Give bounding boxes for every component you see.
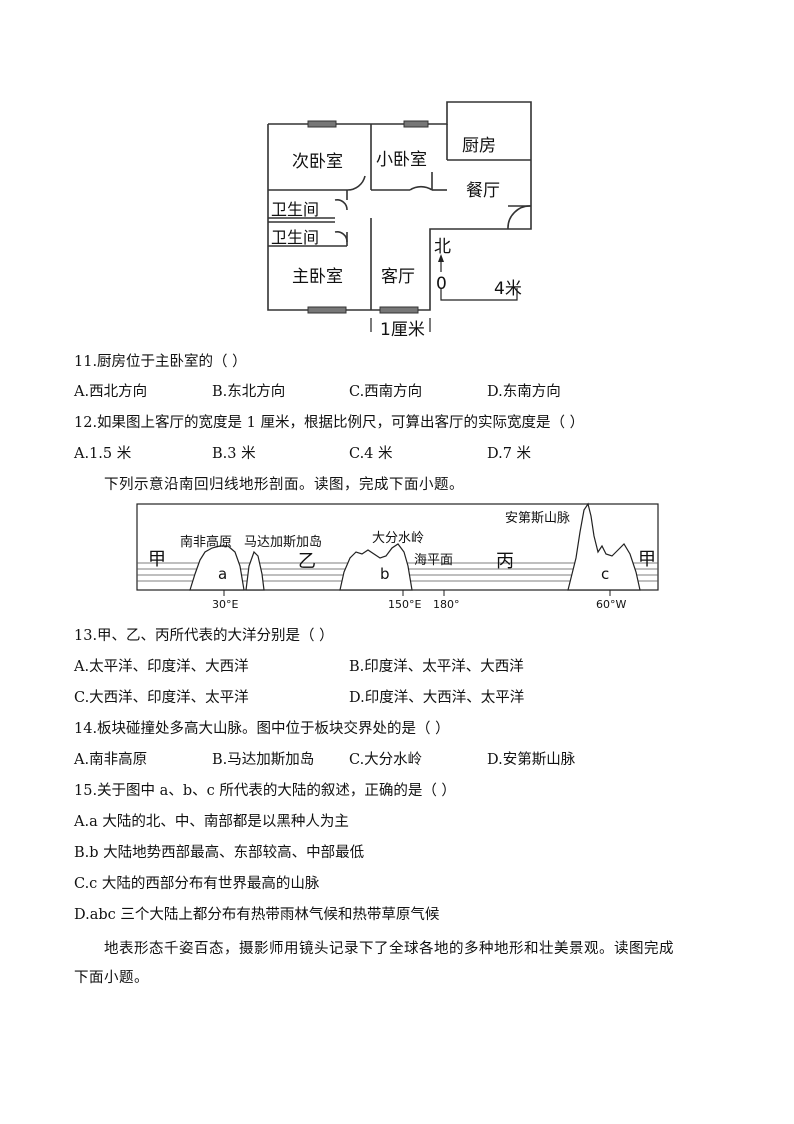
q15-option-a: A.a 大陆的北、中、南部都是以黑种人为主: [74, 814, 349, 830]
q13-option-b: B.印度洋、太平洋、大西洋: [349, 659, 524, 675]
q11-option-d: D.东南方向: [487, 384, 561, 400]
question-11: 11.厨房位于主卧室的（ ）: [74, 354, 247, 370]
room-living-room: 客厅: [381, 267, 415, 287]
label-great-dividing-range: 大分水岭: [372, 531, 425, 546]
q13-option-a: A.太平洋、印度洋、大西洋: [74, 659, 249, 675]
room-kitchen: 厨房: [462, 136, 496, 156]
room-second-bedroom: 次卧室: [292, 152, 343, 172]
q11-option-a: A.西北方向: [74, 384, 148, 400]
label-jia-left: 甲: [148, 549, 166, 570]
scale-end: 4米: [494, 279, 522, 299]
tick-150e: 150°E: [388, 598, 422, 611]
floor-plan-labels: 次卧室 小卧室 厨房 餐厅 卫生间 卫生间 主卧室 客厅 北 0 4米 1厘米: [0, 0, 794, 340]
label-c: c: [601, 565, 610, 583]
label-andes: 安第斯山脉: [505, 511, 571, 526]
tick-60w: 60°W: [596, 598, 627, 611]
room-master-bedroom: 主卧室: [292, 267, 343, 287]
question-15: 15.关于图中 a、b、c 所代表的大陆的叙述，正确的是（ ）: [74, 783, 456, 799]
q15-option-c: C.c 大陆的西部分布有世界最高的山脉: [74, 876, 320, 892]
label-south-african-plateau: 南非高原: [180, 535, 233, 550]
label-madagascar: 马达加斯加岛: [244, 535, 323, 550]
q13-option-d: D.印度洋、大西洋、太平洋: [349, 690, 525, 706]
intro-landforms-line1: 地表形态千姿百态，摄影师用镜头记录下了全球各地的多种地形和壮美景观。读图完成: [104, 941, 674, 957]
intro-landforms-line2: 下面小题。: [74, 970, 149, 986]
room-bathroom-2: 卫生间: [271, 228, 320, 247]
room-dining: 餐厅: [466, 181, 500, 201]
tick-180: 180°: [433, 598, 460, 611]
q13-option-c: C.大西洋、印度洋、太平洋: [74, 690, 249, 706]
room-small-bedroom: 小卧室: [376, 150, 427, 170]
label-b: b: [380, 565, 390, 583]
q14-option-d: D.安第斯山脉: [487, 752, 576, 768]
label-yi: 乙: [298, 551, 316, 572]
north-label: 北: [434, 237, 451, 257]
label-bing: 丙: [496, 551, 514, 572]
q15-option-b: B.b 大陆地势西部最高、东部较高、中部最低: [74, 845, 365, 861]
q12-option-c: C.4 米: [349, 446, 393, 462]
terrain-profile-figure: [136, 502, 659, 596]
question-13: 13.甲、乙、丙所代表的大洋分别是（ ）: [74, 628, 334, 644]
scale-zero: 0: [436, 274, 447, 294]
label-jia-right: 甲: [638, 549, 656, 570]
question-12: 12.如果图上客厅的宽度是 1 厘米，根据比例尺，可算出客厅的实际宽度是（ ）: [74, 415, 585, 431]
room-bathroom-1: 卫生间: [271, 200, 320, 219]
measure-label: 1厘米: [380, 320, 425, 340]
terrain-profile-labels: 甲 南非高原 马达加斯加岛 乙 大分水岭 海平面 丙 安第斯山脉 甲 a b c…: [0, 496, 794, 616]
q14-option-b: B.马达加斯加岛: [212, 752, 315, 768]
q11-option-b: B.东北方向: [212, 384, 286, 400]
tick-30e: 30°E: [212, 598, 239, 611]
intro-profile: 下列示意沿南回归线地形剖面。读图，完成下面小题。: [104, 477, 464, 493]
q12-option-b: B.3 米: [212, 446, 256, 462]
q14-option-c: C.大分水岭: [349, 752, 423, 768]
q14-option-a: A.南非高原: [74, 752, 148, 768]
floor-plan-figure: [267, 101, 532, 332]
q11-option-c: C.西南方向: [349, 384, 423, 400]
question-14: 14.板块碰撞处多高大山脉。图中位于板块交界处的是（ ）: [74, 721, 450, 737]
label-sea-level: 海平面: [414, 553, 454, 568]
q15-option-d: D.abc 三个大陆上都分布有热带雨林气候和热带草原气候: [74, 907, 440, 923]
q12-option-a: A.1.5 米: [74, 446, 132, 462]
q12-option-d: D.7 米: [487, 446, 532, 462]
label-a: a: [218, 565, 228, 583]
